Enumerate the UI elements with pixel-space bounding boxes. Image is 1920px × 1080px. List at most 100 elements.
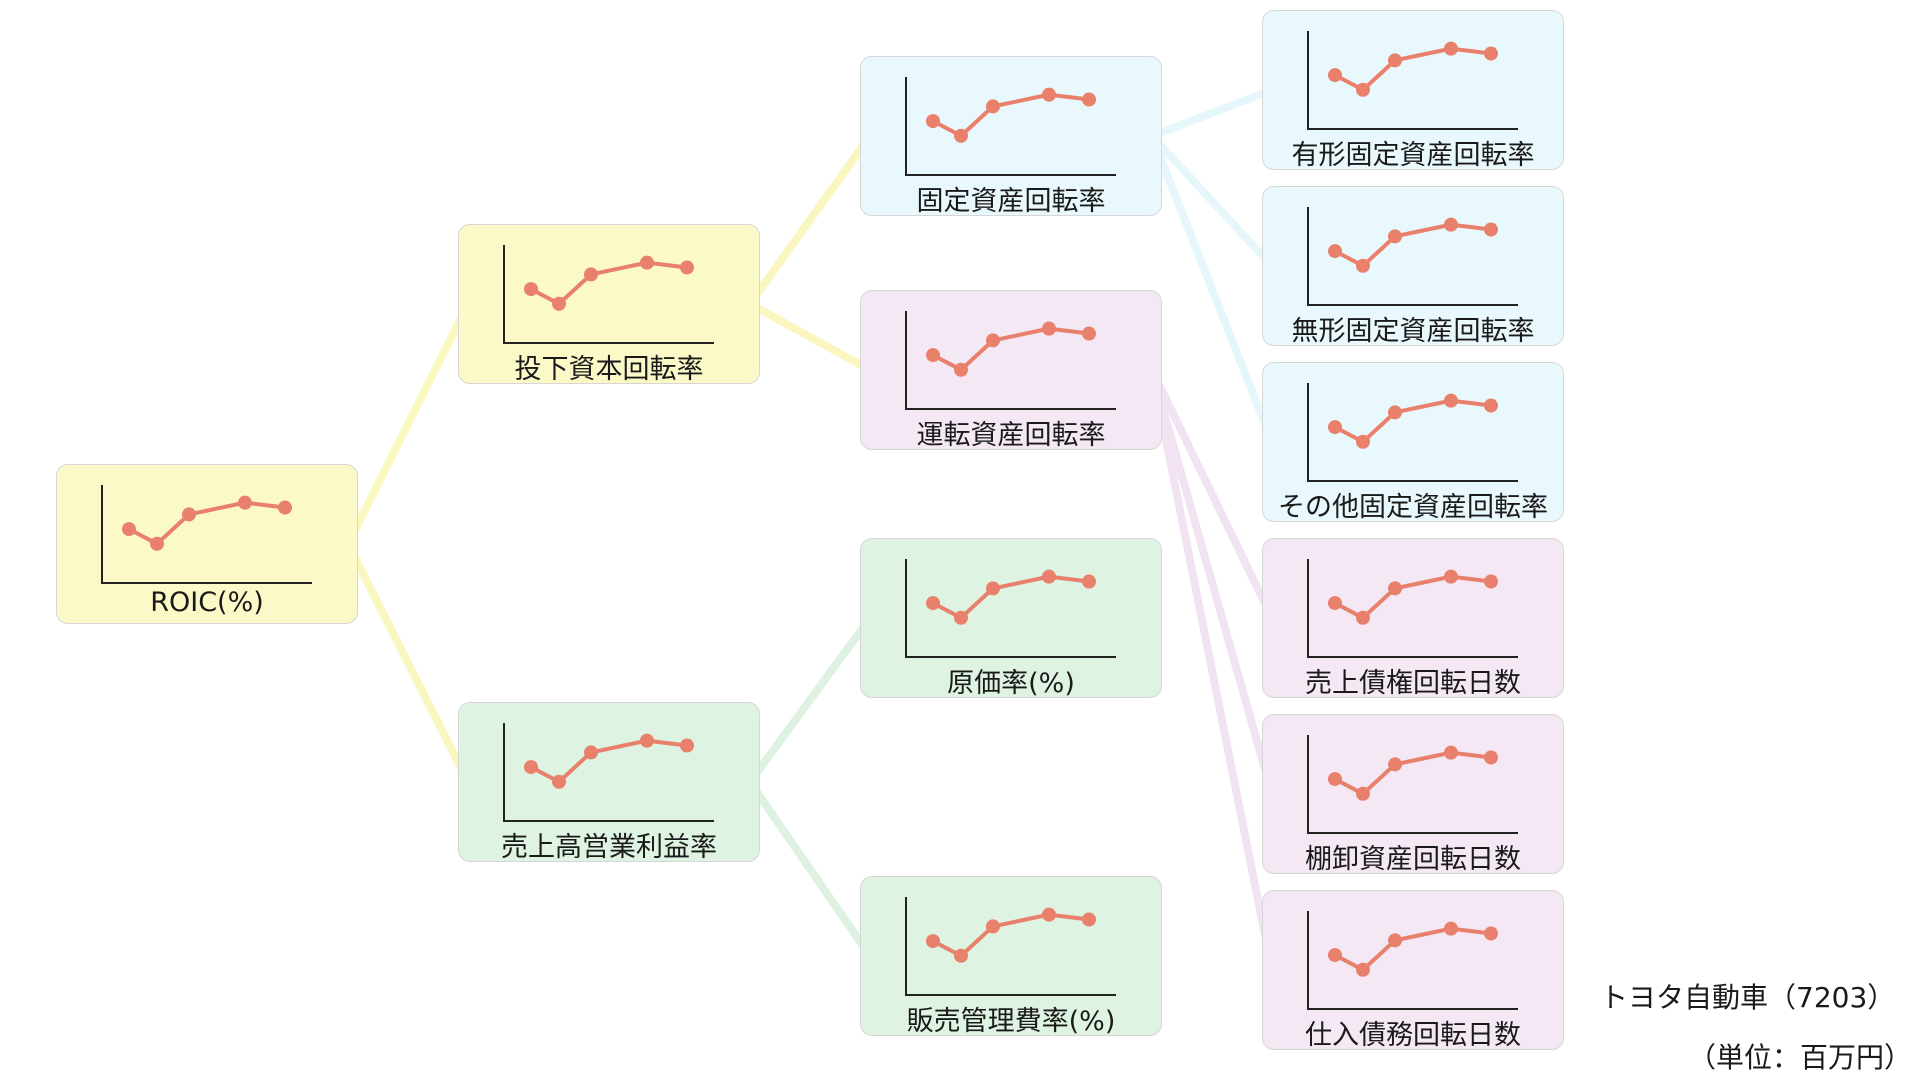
trend-point: [1484, 750, 1498, 765]
trend-point: [1444, 217, 1458, 232]
trend-point: [1388, 757, 1402, 772]
trend-point: [1328, 948, 1342, 963]
connector-roic-operating_margin: [344, 540, 472, 786]
line-chart-icon: [1307, 207, 1518, 306]
trend-point: [954, 128, 968, 143]
trend-point: [1042, 87, 1056, 102]
trend-line: [932, 92, 1090, 138]
trend-line: [1334, 398, 1492, 444]
trend-line: [1334, 222, 1492, 268]
trend-point: [1444, 393, 1458, 408]
node-invested-capital-turnover: 投下資本回転率: [458, 224, 760, 385]
connector-fixed_asset_turnover-tangible_fixed_turnover: [1148, 86, 1276, 140]
trend-point: [1484, 398, 1498, 413]
trend-point: [1082, 574, 1096, 589]
trend-point: [1388, 53, 1402, 68]
trend-line: [530, 260, 688, 306]
node-label-fixed-asset-turnover: 固定資産回転率: [916, 186, 1106, 217]
trend-point: [986, 919, 1000, 934]
trend-point: [954, 362, 968, 377]
line-chart-icon: [503, 723, 714, 822]
node-cost-ratio: 原価率(%): [860, 538, 1162, 699]
chart-axis: [905, 897, 1116, 996]
connector-working_capital_turnover-receivable_days: [1148, 366, 1276, 622]
trend-point: [1356, 610, 1370, 625]
chart-axis: [905, 77, 1116, 176]
node-label-invested-capital-turnover: 投下資本回転率: [514, 354, 704, 385]
trend-point: [986, 99, 1000, 114]
trend-point: [926, 596, 940, 611]
trend-point: [1356, 82, 1370, 97]
trend-point: [1444, 921, 1458, 936]
trend-point: [986, 581, 1000, 596]
line-chart-icon: [1307, 383, 1518, 482]
node-other-fixed-turnover: その他固定資産回転率: [1262, 362, 1564, 523]
trend-point: [1328, 420, 1342, 435]
trend-point: [1444, 41, 1458, 56]
node-working-capital-turnover: 運転資産回転率: [860, 290, 1162, 451]
trend-point: [584, 267, 598, 282]
trend-point: [640, 733, 654, 748]
node-sga-ratio: 販売管理費率(%): [860, 876, 1162, 1037]
chart-axis: [1307, 31, 1518, 130]
chart-axis: [1307, 911, 1518, 1010]
trend-point: [1388, 933, 1402, 948]
trend-point: [1328, 596, 1342, 611]
connector-operating_margin-sga_ratio: [746, 778, 874, 960]
trend-point: [524, 282, 538, 297]
trend-point: [1388, 581, 1402, 596]
trend-point: [954, 610, 968, 625]
trend-point: [1388, 229, 1402, 244]
trend-line: [1334, 574, 1492, 620]
node-payable-days: 仕入債務回転日数: [1262, 890, 1564, 1051]
node-intangible-fixed-turnover: 無形固定資産回転率: [1262, 186, 1564, 347]
trend-point: [1484, 574, 1498, 589]
connector-invested_capital_turnover-fixed_asset_turnover: [746, 132, 874, 308]
trend-point: [1328, 68, 1342, 83]
connector-invested_capital_turnover-working_capital_turnover: [746, 300, 874, 374]
trend-point: [552, 296, 566, 311]
trend-point: [552, 774, 566, 789]
trend-point: [1082, 912, 1096, 927]
trend-line: [128, 500, 286, 546]
connector-working_capital_turnover-inventory_days: [1148, 366, 1276, 798]
trend-point: [1042, 907, 1056, 922]
node-label-other-fixed-turnover: その他固定資産回転率: [1278, 492, 1548, 523]
node-label-working-capital-turnover: 運転資産回転率: [916, 420, 1106, 451]
node-label-roic: ROIC(%): [150, 587, 264, 618]
trend-point: [1082, 326, 1096, 341]
chart-axis: [1307, 207, 1518, 306]
trend-point: [986, 333, 1000, 348]
chart-axis: [503, 723, 714, 822]
trend-point: [680, 738, 694, 753]
trend-line: [1334, 46, 1492, 92]
node-roic: ROIC(%): [56, 464, 358, 624]
node-receivable-days: 売上債権回転日数: [1262, 538, 1564, 699]
line-chart-icon: [905, 77, 1116, 176]
line-chart-icon: [101, 485, 312, 584]
trend-point: [1484, 926, 1498, 941]
line-chart-icon: [1307, 911, 1518, 1010]
chart-axis: [503, 245, 714, 344]
node-label-inventory-days: 棚卸資産回転日数: [1305, 844, 1521, 875]
trend-point: [640, 255, 654, 270]
connector-operating_margin-cost_ratio: [746, 614, 874, 786]
trend-point: [954, 948, 968, 963]
trend-line: [932, 912, 1090, 958]
trend-point: [926, 114, 940, 129]
trend-point: [1484, 46, 1498, 61]
trend-point: [1042, 321, 1056, 336]
trend-point: [1356, 786, 1370, 801]
node-label-operating-margin: 売上高営業利益率: [501, 832, 717, 863]
trend-point: [1328, 244, 1342, 259]
node-label-receivable-days: 売上債権回転日数: [1305, 668, 1521, 699]
connector-fixed_asset_turnover-intangible_fixed_turnover: [1148, 132, 1276, 270]
trend-point: [238, 495, 252, 510]
trend-point: [1328, 772, 1342, 787]
node-label-sga-ratio: 販売管理費率(%): [906, 1006, 1116, 1037]
trend-point: [1444, 569, 1458, 584]
line-chart-icon: [1307, 559, 1518, 658]
trend-point: [1356, 258, 1370, 273]
